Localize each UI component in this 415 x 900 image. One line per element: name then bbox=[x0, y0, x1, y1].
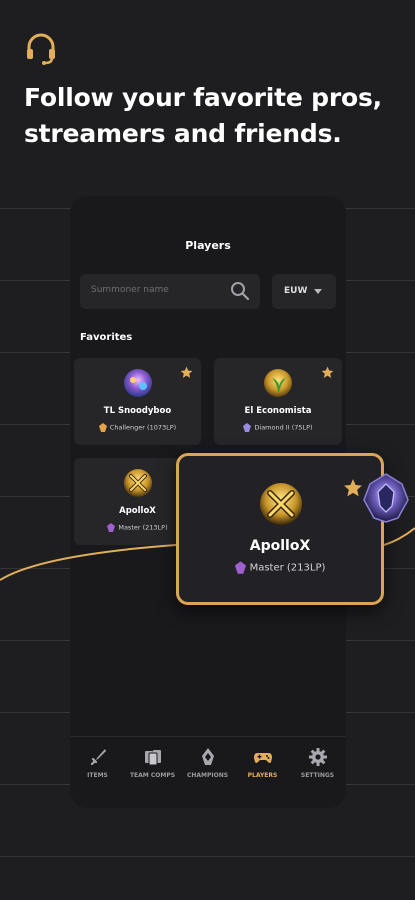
headset-icon bbox=[27, 33, 55, 65]
gear-icon bbox=[309, 748, 327, 766]
player-rank: Challenger (1073LP) bbox=[74, 423, 201, 432]
diamond-rank-icon bbox=[243, 423, 252, 432]
region-label: EUW bbox=[284, 286, 308, 296]
player-rank-text: Master (213LP) bbox=[249, 562, 326, 574]
favorite-star-icon[interactable] bbox=[321, 366, 334, 379]
tab-label: PLAYERS bbox=[247, 772, 278, 779]
favorite-card[interactable]: TL Snoodyboo Challenger (1073LP) bbox=[74, 358, 201, 445]
search-icon[interactable] bbox=[230, 281, 250, 301]
master-emblem-icon bbox=[363, 473, 409, 523]
tab-players[interactable]: PLAYERS bbox=[235, 737, 290, 808]
favorite-star-icon[interactable] bbox=[180, 366, 193, 379]
player-rank-text: Diamond II (75LP) bbox=[254, 423, 313, 432]
region-select[interactable]: EUW bbox=[272, 274, 336, 309]
page-title: Players bbox=[185, 239, 231, 252]
player-rank-text: Challenger (1073LP) bbox=[109, 423, 177, 432]
summoner-avatar-icon bbox=[264, 369, 292, 397]
tab-team-comps[interactable]: TEAM COMPS bbox=[125, 737, 180, 808]
master-rank-icon bbox=[234, 561, 246, 574]
tab-champions[interactable]: CHAMPIONS bbox=[180, 737, 235, 808]
champion-helmet-icon bbox=[202, 748, 214, 765]
player-name: El Economista bbox=[244, 406, 312, 416]
player-rank: Master (213LP) bbox=[179, 561, 381, 574]
sword-icon bbox=[90, 749, 106, 766]
challenger-rank-icon bbox=[98, 423, 107, 432]
tab-label: TEAM COMPS bbox=[129, 772, 176, 779]
master-rank-icon bbox=[107, 523, 116, 532]
summoner-avatar-icon bbox=[123, 469, 152, 497]
summoner-avatar-icon bbox=[260, 483, 302, 525]
player-rank-text: Master (213LP) bbox=[118, 523, 168, 532]
bottom-tab-bar: ITEMS TEAM COMPS CHAMPIONS bbox=[70, 736, 346, 808]
highlighted-player-card[interactable]: ApolloX Master (213LP) bbox=[176, 453, 384, 605]
summoner-avatar-icon bbox=[123, 369, 152, 397]
tab-label: ITEMS bbox=[87, 772, 108, 779]
favorite-star-icon[interactable] bbox=[343, 478, 363, 498]
player-name: ApolloX bbox=[119, 506, 156, 516]
tab-items[interactable]: ITEMS bbox=[70, 737, 125, 808]
favorite-card[interactable]: El Economista Diamond II (75LP) bbox=[214, 358, 342, 445]
tab-label: CHAMPIONS bbox=[186, 772, 229, 779]
headline: Follow your favorite pros, streamers and… bbox=[24, 83, 382, 148]
tab-settings[interactable]: SETTINGS bbox=[290, 737, 345, 808]
search-input[interactable]: Summoner name bbox=[80, 274, 260, 309]
search-placeholder: Summoner name bbox=[91, 285, 169, 295]
player-rank: Master (213LP) bbox=[74, 523, 201, 532]
player-name: TL Snoodyboo bbox=[103, 406, 172, 416]
favorites-heading: Favorites bbox=[80, 332, 133, 343]
chevron-down-icon bbox=[314, 289, 322, 294]
tab-label: SETTINGS bbox=[300, 772, 335, 779]
background-line bbox=[0, 856, 415, 857]
player-rank: Diamond II (75LP) bbox=[214, 423, 342, 432]
cards-icon bbox=[145, 750, 161, 766]
player-name: ApolloX bbox=[249, 538, 311, 554]
gamepad-icon bbox=[254, 753, 272, 763]
